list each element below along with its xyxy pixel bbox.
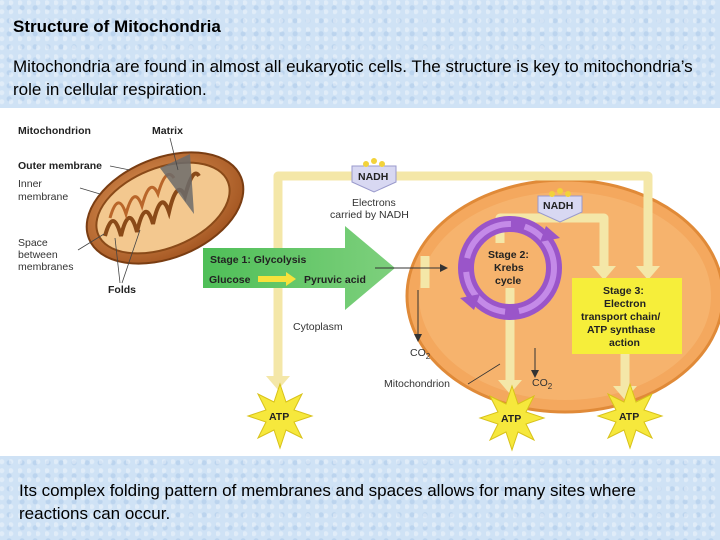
atp-label-1: ATP [269, 411, 289, 423]
caption-text: Its complex folding pattern of membranes… [19, 481, 637, 523]
label-mitochondrion: Mitochondrion [18, 125, 91, 137]
label-inner-membrane-1: Inner [18, 178, 42, 190]
electrons-label-1: Electrons [352, 197, 396, 209]
label-outer-membrane: Outer membrane [18, 160, 102, 172]
atp-burst-1: ATP [246, 382, 314, 450]
stage1-title: Stage 1: Glycolysis [210, 254, 306, 266]
nadh-top-label: NADH [358, 171, 388, 183]
stage2-label-1: Stage 2: [488, 249, 529, 261]
glucose-label: Glucose [209, 274, 251, 286]
label-matrix: Matrix [152, 125, 183, 137]
cytoplasm-label: Cytoplasm [293, 321, 343, 333]
intro-text: Mitochondria are found in almost all euk… [13, 57, 693, 99]
stage3-label-2: Electron [604, 298, 646, 310]
stage3-label-4: ATP synthase [587, 324, 656, 336]
cellular-respiration-diagram: Mitochondrion Matrix Outer membrane Inne… [18, 125, 720, 452]
mitochondrion-caption-label: Mitochondrion [384, 378, 450, 390]
slide-title: Structure of Mitochondria [13, 17, 221, 36]
nadh-top-badge: NADH [351, 158, 397, 193]
label-space-2: between [18, 249, 58, 261]
label-space-3: membranes [18, 261, 73, 273]
label-inner-membrane-2: membrane [18, 191, 68, 203]
label-space-1: Space [18, 237, 48, 249]
atp-burst-3: ATP [596, 382, 664, 450]
co2-right-label: CO2 [532, 377, 553, 391]
stage2-label-2: Krebs [494, 262, 524, 274]
atp-label-2: ATP [501, 413, 521, 425]
atp-burst-2: ATP [478, 384, 546, 452]
stage3-label-1: Stage 3: [603, 285, 644, 297]
nadh-right-badge: NADH [537, 188, 583, 223]
pyruvic-acid-label: Pyruvic acid [304, 274, 366, 286]
stage3-label-5: action [609, 337, 640, 349]
nadh-right-label: NADH [543, 200, 573, 212]
electrons-label-2: carried by NADH [330, 209, 409, 221]
diagram-panel: Mitochondrion Matrix Outer membrane Inne… [0, 108, 720, 456]
krebs-cycle-ring [458, 216, 562, 320]
stage1-glycolysis-arrow [203, 226, 395, 310]
label-folds: Folds [108, 284, 136, 296]
stage2-label-3: cycle [495, 275, 521, 287]
atp-label-3: ATP [619, 411, 639, 423]
stage3-box [572, 278, 682, 354]
stage3-label-3: transport chain/ [581, 311, 660, 323]
co2-left-label: CO2 [410, 347, 431, 361]
mitochondrion-illustration [85, 151, 245, 265]
